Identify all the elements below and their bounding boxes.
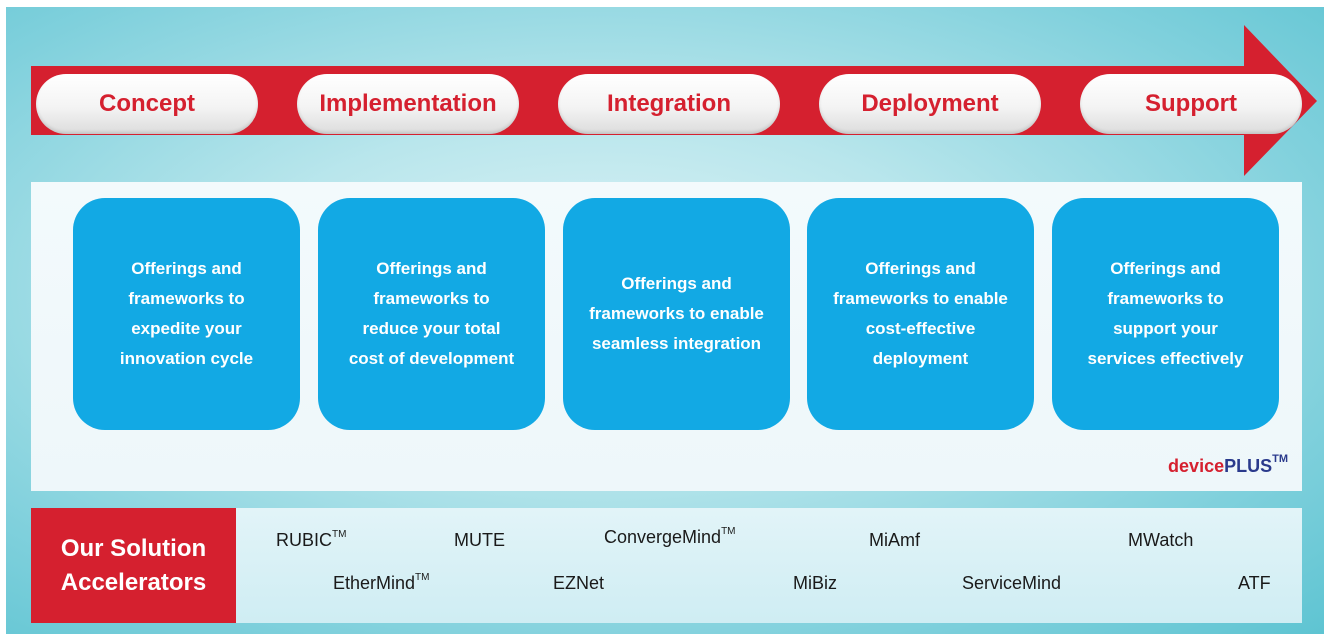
offering-card-implementation: Offerings and frameworks to reduce your …: [318, 198, 545, 430]
solution-accelerators-panel: Our Solution Accelerators RUBICTM MUTE C…: [31, 508, 1302, 623]
offerings-panel: Offerings and frameworks to expedite you…: [31, 182, 1302, 491]
accelerator-miamf: MiAmf: [869, 530, 920, 550]
accelerator-convergemind: ConvergeMindTM: [604, 526, 736, 547]
offering-card-deployment: Offerings and frameworks to enable cost-…: [807, 198, 1034, 430]
accelerators-title: Our Solution Accelerators: [31, 508, 236, 623]
accelerator-servicemind: ServiceMind: [962, 573, 1062, 593]
accelerator-eznet: EZNet: [553, 573, 605, 593]
accelerator-rubic: RUBICTM: [276, 529, 347, 550]
phase-concept: Concept: [36, 74, 258, 134]
phase-implementation: Implementation: [297, 74, 519, 134]
accelerator-atf: ATF: [1238, 573, 1271, 593]
accelerator-mibiz: MiBiz: [793, 573, 837, 593]
phase-support: Support: [1080, 74, 1302, 134]
offering-card-integration: Offerings and frameworks to enable seaml…: [563, 198, 790, 430]
phase-deployment: Deployment: [819, 74, 1041, 134]
accelerator-mute: MUTE: [454, 530, 505, 550]
accelerator-ethermind: EtherMindTM: [333, 572, 430, 593]
offering-card-concept: Offerings and frameworks to expedite you…: [73, 198, 300, 430]
phase-integration: Integration: [558, 74, 780, 134]
offering-card-support: Offerings and frameworks to support your…: [1052, 198, 1279, 430]
diagram-canvas: Concept Implementation Integration Deplo…: [6, 7, 1324, 634]
accelerator-mwatch: MWatch: [1128, 530, 1194, 550]
deviceplus-brand-logo: devicePLUSTM: [1168, 453, 1288, 476]
